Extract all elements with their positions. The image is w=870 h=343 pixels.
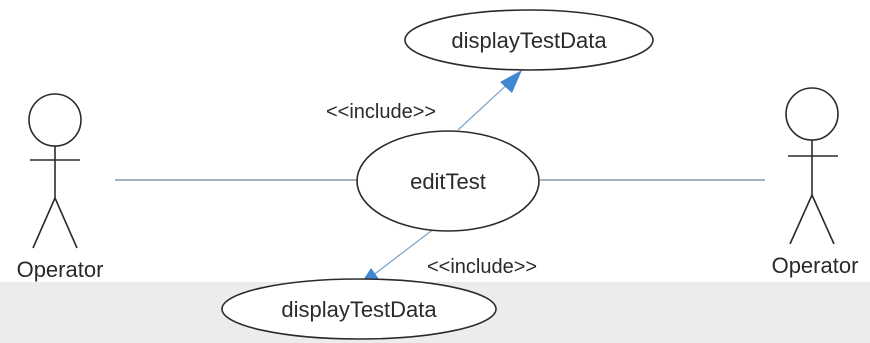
actor-left-head-icon — [28, 93, 82, 147]
actor-right-leg-right — [811, 194, 835, 245]
include-label-top: <<include>> — [326, 101, 436, 123]
actor-right-leg-left — [789, 194, 813, 245]
actor-right-head-icon — [785, 87, 839, 141]
use-case-bottom-ellipse — [221, 278, 497, 340]
use-case-top: displayTestData — [404, 9, 654, 71]
actor-left-leg-left — [32, 197, 56, 249]
include-arrow-top — [457, 79, 513, 131]
use-case-center-ellipse — [356, 130, 540, 232]
actor-right-label: Operator — [772, 253, 859, 278]
use-case-top-label: displayTestData — [451, 28, 607, 53]
actor-left: Operator — [17, 93, 104, 282]
include-arrow-bottom — [371, 227, 436, 277]
actor-right: Operator — [772, 87, 859, 278]
use-case-center: editTest — [356, 130, 540, 232]
include-arrowhead-top — [500, 70, 522, 93]
use-case-bottom-label: displayTestData — [281, 297, 437, 322]
include-label-bottom: <<include>> — [427, 256, 537, 278]
actor-left-label: Operator — [17, 257, 104, 282]
actor-left-leg-right — [54, 197, 78, 249]
use-case-top-ellipse — [404, 9, 654, 71]
use-case-bottom: displayTestData — [221, 278, 497, 340]
use-case-center-label: editTest — [410, 169, 486, 194]
